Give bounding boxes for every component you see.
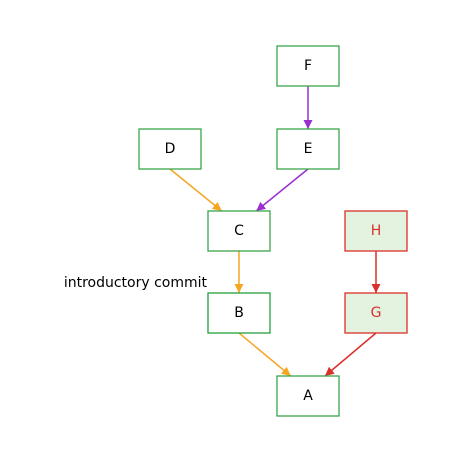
commit-node-box [207,292,271,334]
commit-node-box [344,292,408,334]
commit-node-a: A [276,375,340,417]
commit-node-box [276,128,340,170]
edge-d-to-c [169,168,223,212]
commit-node-box [344,210,408,252]
commit-node-label: B [234,305,244,321]
commit-node-f: F [276,45,340,87]
commit-node-h: H [344,210,408,252]
edges-layer [169,86,381,377]
commit-node-g: G [344,292,408,334]
commit-node-label: A [303,388,313,404]
edge-e-to-c [255,168,309,212]
commit-node-label: G [371,305,382,321]
commit-node-d: D [138,128,202,170]
commit-node-b: B [207,292,271,334]
commit-node-label: F [304,58,312,74]
commit-node-c: C [207,210,271,252]
commit-node-box [207,210,271,252]
commit-node-box [138,128,202,170]
commit-node-label: D [165,141,176,157]
edge-g-to-a [324,332,377,377]
node-annotation-label: introductory commit [64,275,208,291]
commit-node-label: H [371,223,382,239]
commit-node-box [276,375,340,417]
commit-node-box [276,45,340,87]
commit-node-label: C [234,223,244,239]
nodes-layer: F E D C H G B A [138,45,408,417]
commit-node-label: E [304,141,313,157]
edge-b-to-a [238,332,292,377]
commit-node-e: E [276,128,340,170]
